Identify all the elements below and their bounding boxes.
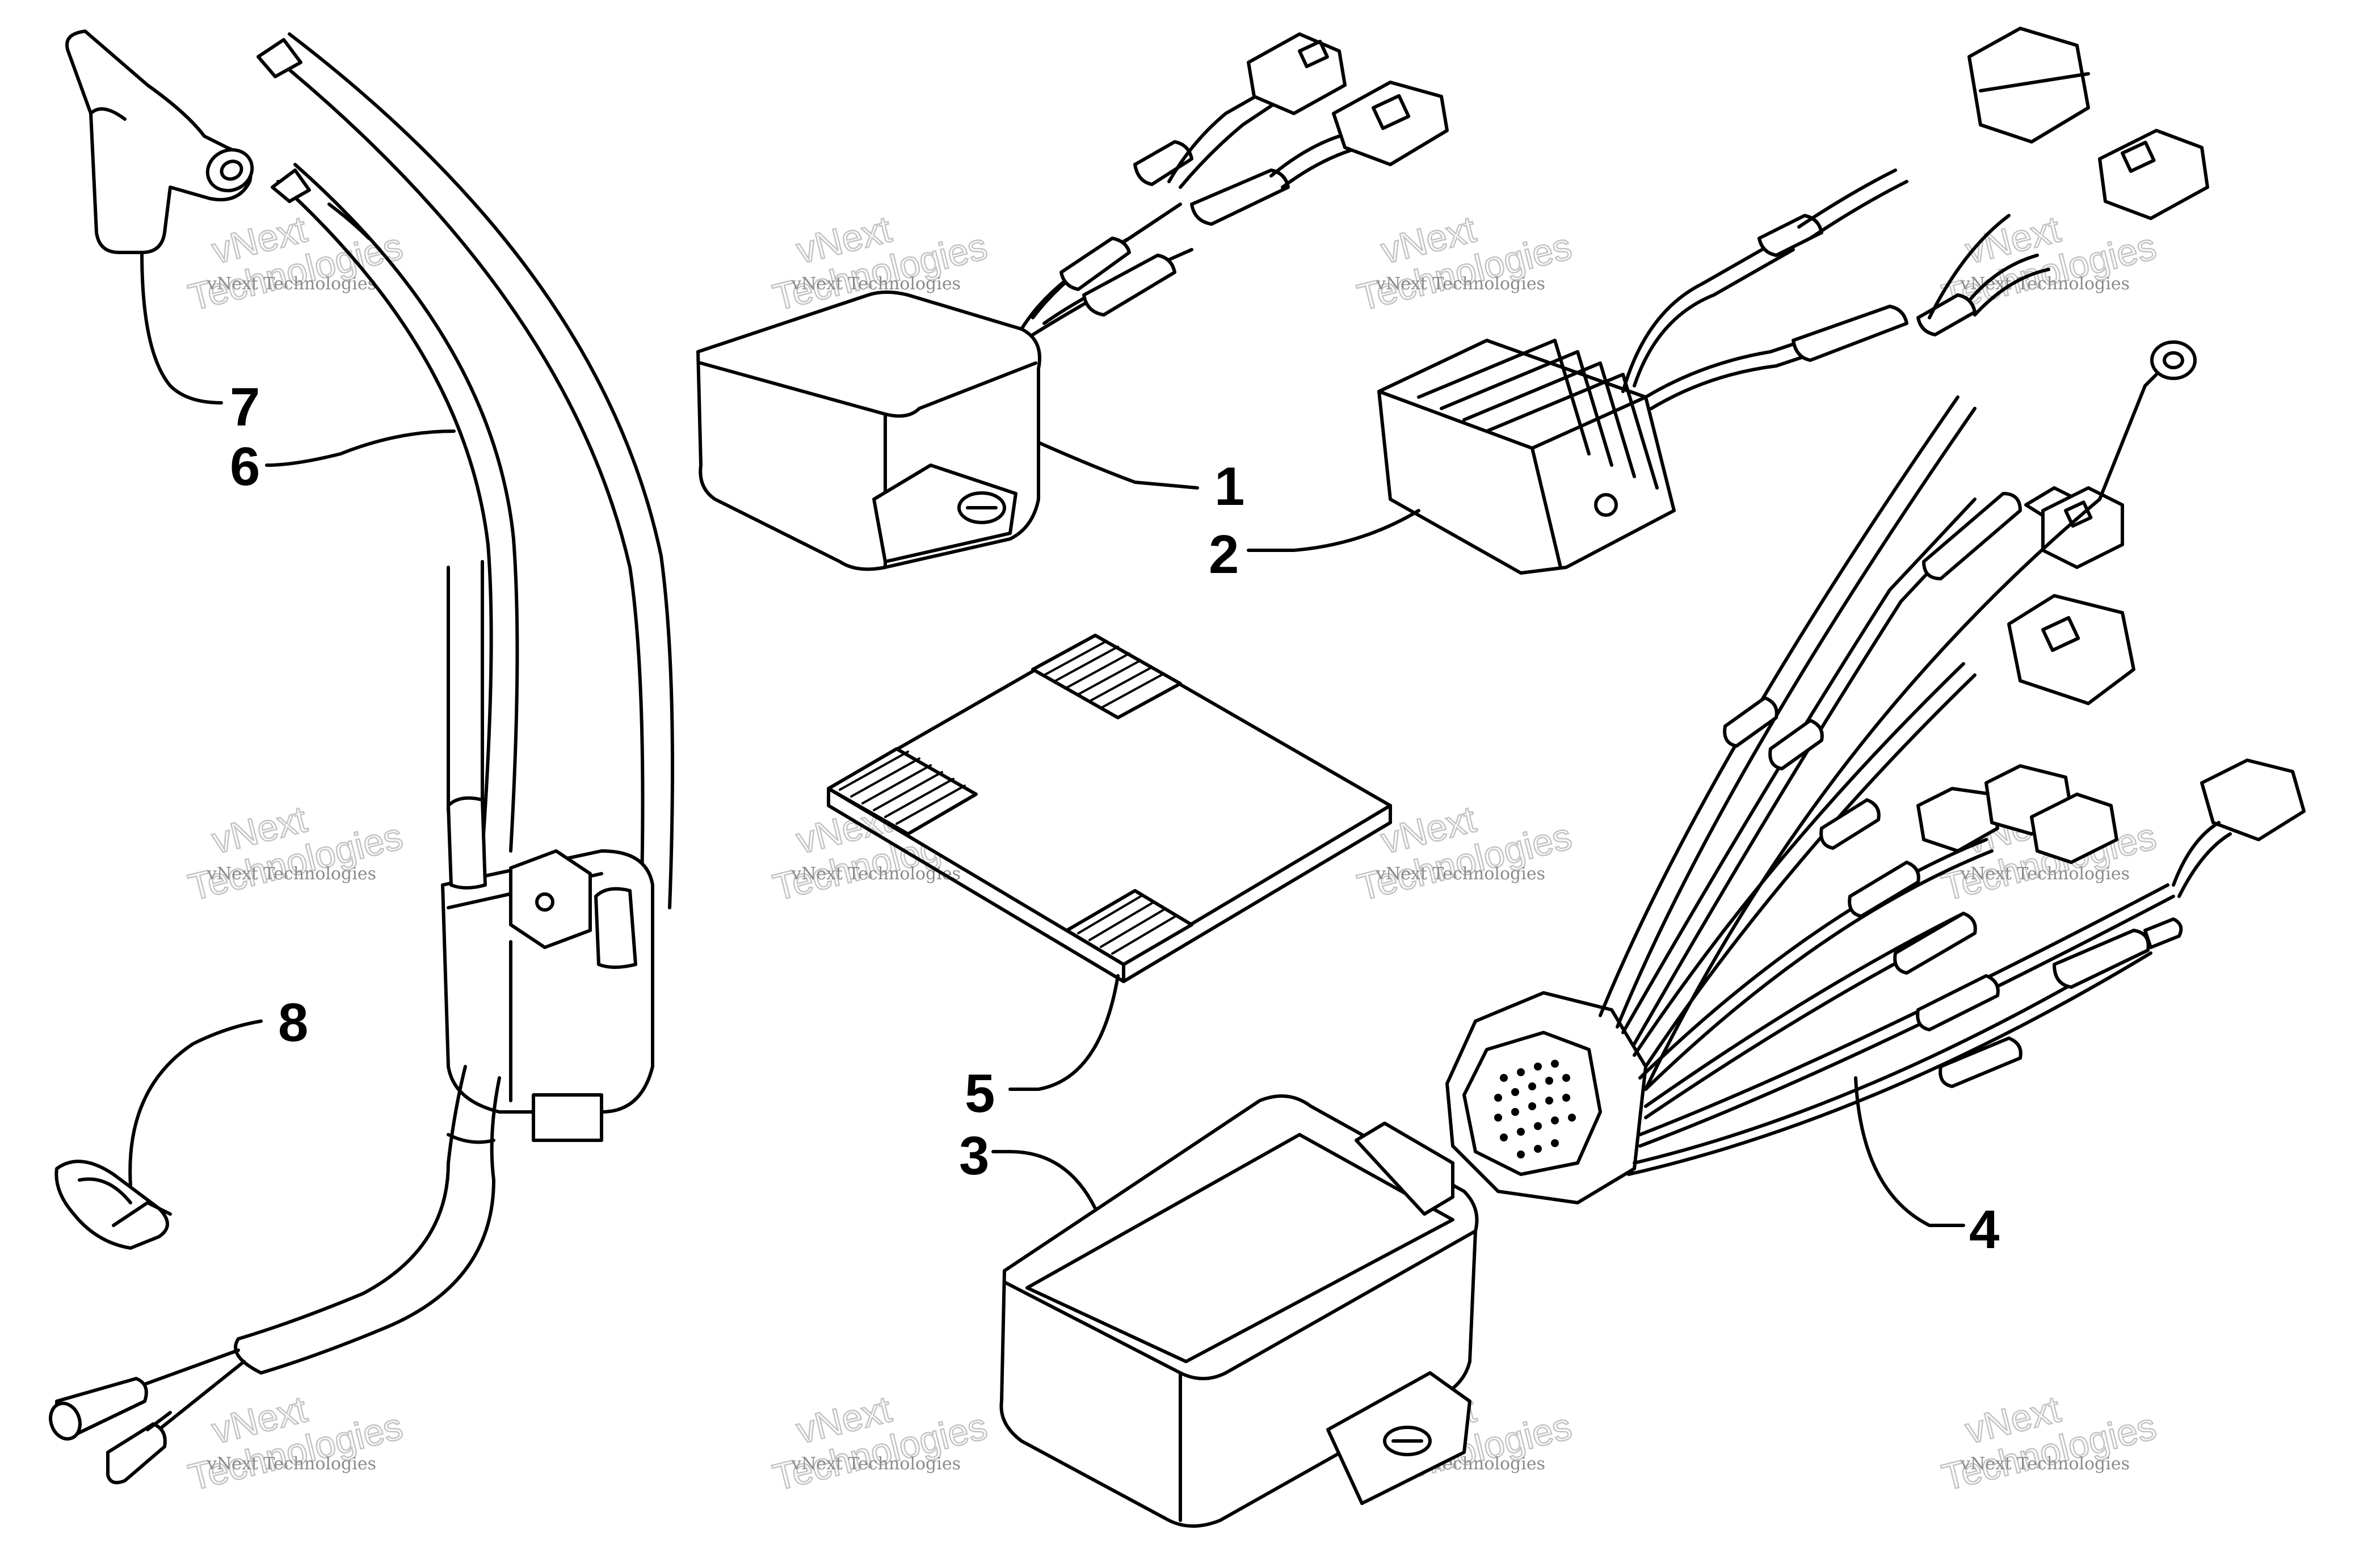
callout-8: 8 (278, 992, 308, 1053)
watermark-small-text: vNext Technologies (791, 864, 961, 884)
watermark-small-text: vNext Technologies (791, 274, 961, 294)
watermark: Technologies vNext vNext Technologies (1353, 207, 1576, 319)
wire-clip (54, 1160, 172, 1250)
spark-plug-cap (65, 30, 254, 254)
watermark-small-text: vNext Technologies (207, 274, 376, 294)
watermark: Technologies vNext vNext Technologies (184, 797, 407, 909)
voltage-regulator (1377, 27, 2209, 575)
watermark-small-text: vNext Technologies (207, 864, 376, 884)
watermark: Technologies vNext vNext Technologies (1937, 1387, 2161, 1499)
watermark-small-text: vNext Technologies (207, 1454, 376, 1474)
cdi-module (696, 32, 1449, 571)
wiring-harness (1445, 340, 2306, 1204)
callout-2: 2 (1209, 524, 1239, 585)
watermark: Technologies vNext vNext Technologies (1353, 797, 1576, 909)
callout-5: 5 (965, 1063, 995, 1124)
connector-pins (1494, 1060, 1576, 1158)
callout-4: 4 (1969, 1199, 1999, 1260)
ecu-module (999, 1094, 1479, 1528)
watermark: Technologies vNext vNext Technologies (184, 207, 407, 319)
watermark-small-text: vNext Technologies (1960, 274, 2130, 294)
callout-3: 3 (959, 1126, 989, 1186)
watermark: Technologies vNext vNext Technologies (184, 1387, 407, 1499)
callout-7: 7 (230, 377, 260, 437)
watermark: Technologies vNext vNext Technologies (768, 1387, 992, 1499)
callout-labels: 1 2 3 4 5 6 7 8 (230, 377, 1999, 1260)
ignition-coil-assembly (49, 32, 674, 1485)
watermark-small-text: vNext Technologies (1960, 864, 2130, 884)
watermark-small-text: vNext Technologies (1376, 274, 1545, 294)
callout-6: 6 (230, 436, 260, 497)
watermark-small-text: vNext Technologies (1960, 1454, 2130, 1474)
watermark-small-text: vNext Technologies (1376, 864, 1545, 884)
watermark-small-text: vNext Technologies (791, 1454, 961, 1474)
insulating-pad (827, 634, 1392, 983)
leader-lines (128, 251, 1965, 1227)
callout-1: 1 (1214, 456, 1244, 517)
